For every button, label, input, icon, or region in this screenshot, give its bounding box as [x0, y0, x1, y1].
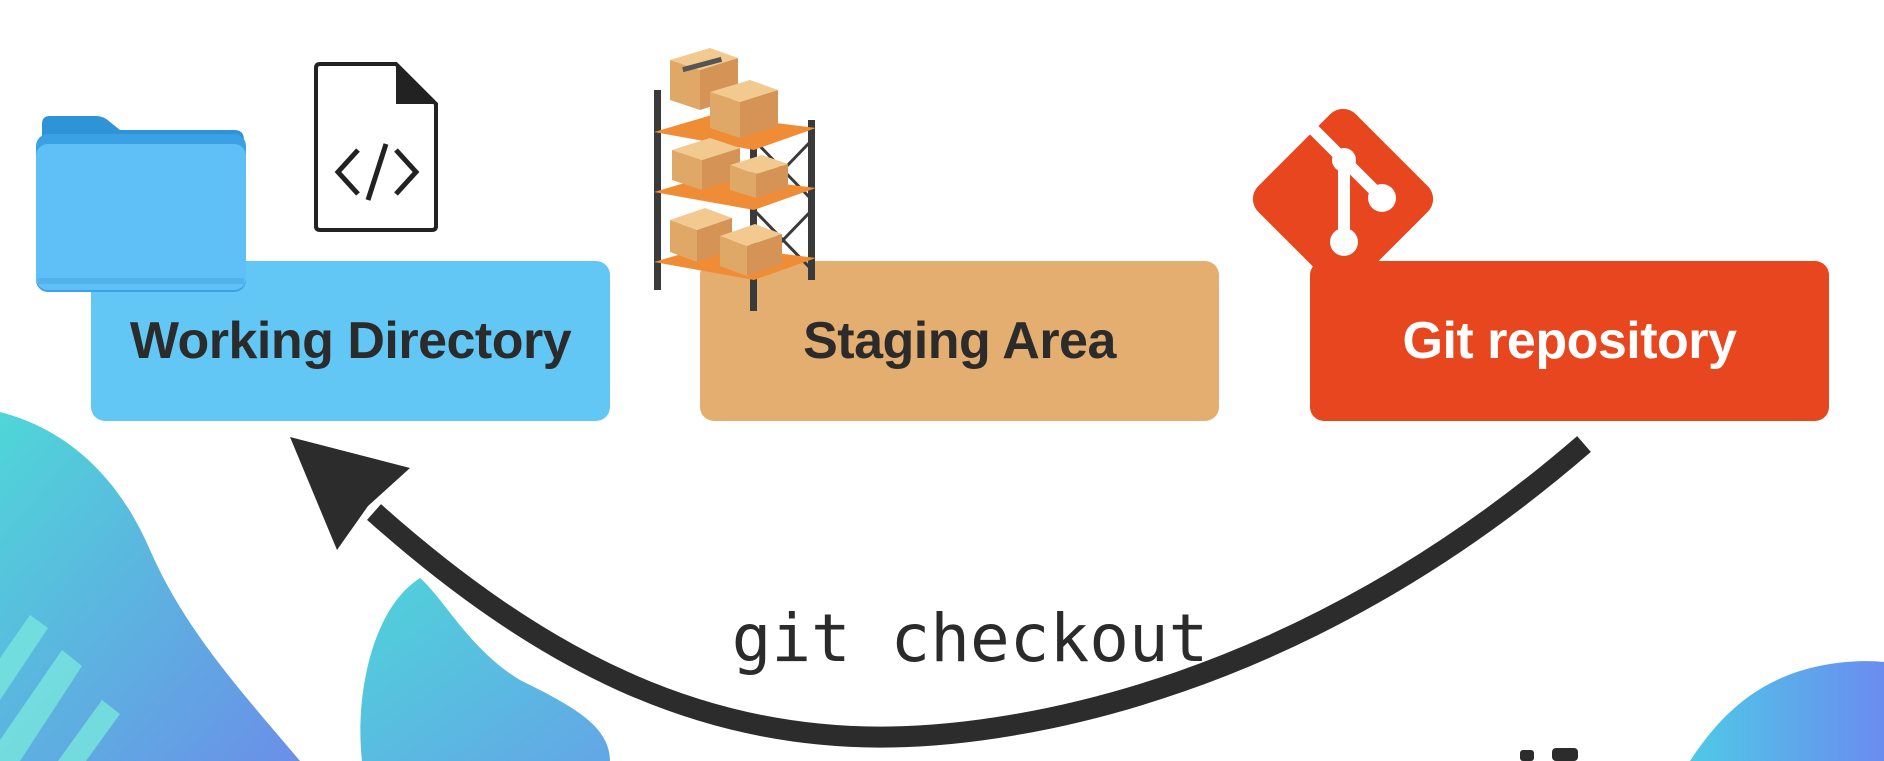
git-repository-box: Git repository [1310, 261, 1829, 421]
folder-icon [36, 116, 246, 292]
checkout-arrow-curve [367, 436, 1591, 748]
warehouse-shelves-icon [654, 48, 816, 311]
git-checkout-command-label: git checkout [731, 599, 1209, 677]
git-repository-label: Git repository [1402, 312, 1737, 370]
right-blob-shape [1690, 661, 1884, 761]
middle-blob-shape [360, 578, 610, 761]
staging-area-box: Staging Area [700, 261, 1219, 421]
working-directory-label: Working Directory [129, 312, 572, 370]
left-stripes [0, 615, 120, 761]
code-file-icon [314, 62, 438, 232]
checkout-arrow-head [290, 437, 410, 550]
git-logo-icon [1252, 108, 1434, 290]
staging-area-label: Staging Area [803, 312, 1116, 370]
working-directory-box: Working Directory [91, 261, 610, 421]
braces-fragment [1520, 748, 1578, 761]
